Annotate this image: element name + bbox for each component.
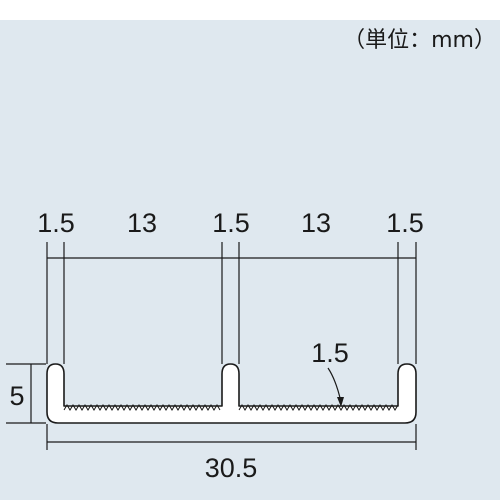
top-band: [0, 0, 500, 20]
dim-middle-wall: 1.5: [212, 208, 250, 238]
thickness-arrow: [337, 397, 344, 407]
unit-label: （単位：mm）: [343, 28, 496, 53]
width-dimension: [46, 424, 417, 450]
dim-right-wall: 1.5: [386, 208, 424, 238]
serration-left: [63, 404, 221, 411]
height-dimension: [6, 363, 46, 424]
dim-left-wall: 1.5: [37, 208, 75, 238]
dim-right-channel: 13: [301, 208, 331, 238]
top-dimension-lines: [46, 242, 417, 364]
serration-right: [238, 404, 399, 411]
top-dimension-labels: 1.5 13 1.5 13 1.5: [37, 208, 424, 238]
dim-height: 5: [9, 381, 24, 411]
drawing-background: [0, 20, 500, 500]
dim-overall-width: 30.5: [205, 453, 258, 483]
dim-thickness: 1.5: [311, 338, 349, 368]
dim-left-channel: 13: [127, 208, 157, 238]
